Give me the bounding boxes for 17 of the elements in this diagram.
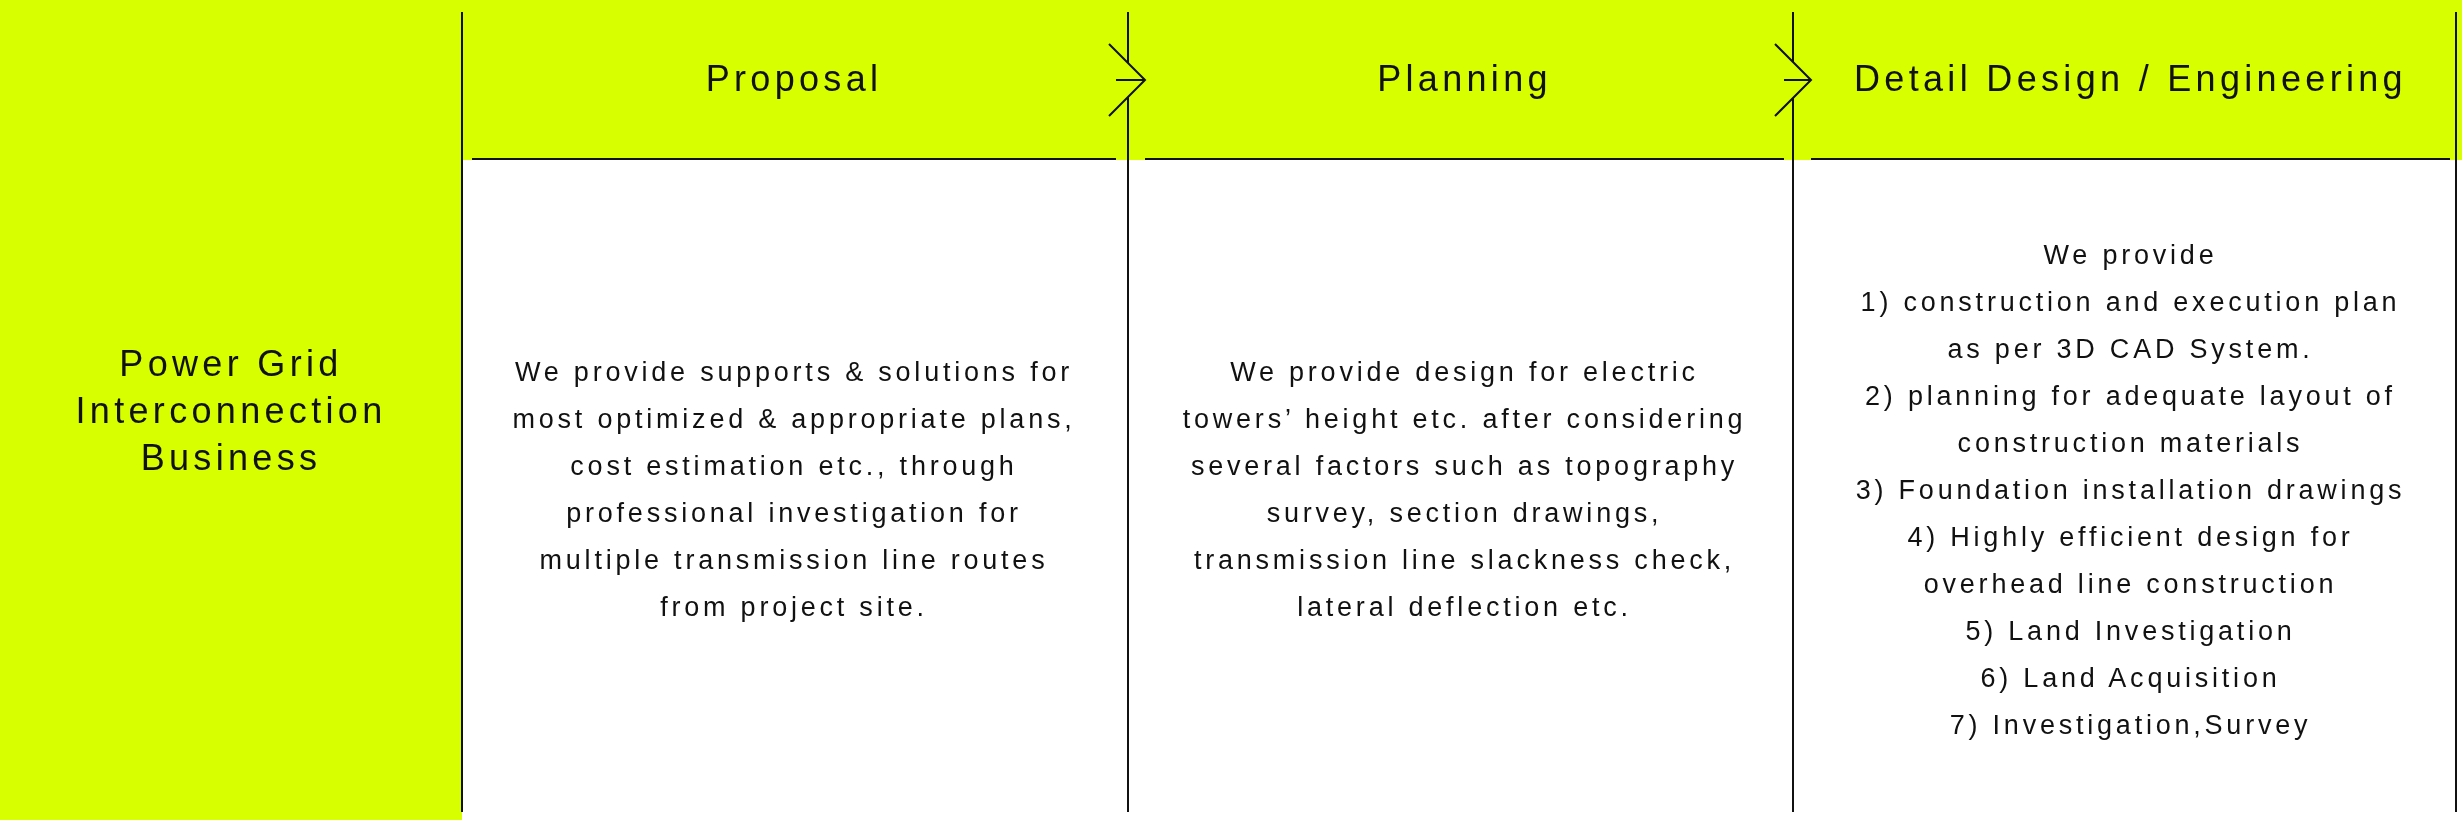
chevron-arrow: [1774, 43, 1812, 117]
phase-heading: Planning: [1377, 57, 1552, 101]
description-text: We provide supports & solutions for most optimized & appropriate plans, cost estimation etc., through professional investigation for multiple transmission line routes from project site.: [511, 356, 1077, 624]
description-text: 6) Land Acquisition: [1980, 661, 2281, 695]
chevron-arrow: [1108, 43, 1146, 117]
description-text: 3) Foundation installation drawings: [1855, 473, 2406, 507]
category-label: Power Grid Interconnection Business: [74, 341, 388, 480]
description-text: 5) Land Investigation: [1965, 614, 2296, 648]
category-panel: [0, 0, 462, 820]
description-text: 2) planning for adequate layout of construction materials: [1864, 379, 2397, 460]
phase-heading: Detail Design / Engineering: [1854, 57, 2407, 101]
description-text: We provide: [2043, 238, 2218, 272]
phase-heading: Proposal: [705, 57, 883, 101]
description-text: 1) construction and execution plan as per 3D CAD System.: [1859, 285, 2402, 366]
description-text: 7) Investigation,Survey: [1949, 708, 2312, 742]
description-text: We provide design for electric towers’ height etc. after considering several factors such as topography survey, section drawings, transmission line slackness check, lateral deflection etc.: [1182, 356, 1747, 624]
description-text: 4) Highly efficient design for overhead line construction: [1906, 520, 2355, 601]
